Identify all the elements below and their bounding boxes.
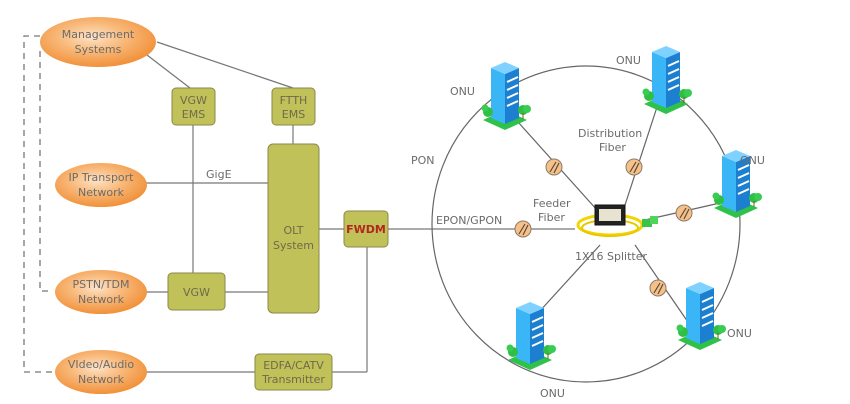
svg-text:Management: Management: [62, 28, 135, 41]
fiber-connector-icon: [649, 279, 667, 297]
onu-label: ONU: [727, 327, 752, 340]
pon-ring: [431, 65, 741, 383]
fiber-connector-icon: [514, 220, 532, 238]
splitter-label: 1X16 Splitter: [575, 250, 647, 263]
svg-text:FTTH: FTTH: [280, 94, 308, 107]
svg-text:VGW: VGW: [183, 286, 210, 299]
fiber-connector-icon: [675, 204, 693, 222]
onu-label: ONU: [450, 85, 475, 98]
svg-text:Network: Network: [78, 373, 125, 386]
svg-text:Systems: Systems: [75, 43, 122, 56]
distribution-fiber-label-2: Fiber: [599, 141, 626, 154]
vgw-box: VGW: [167, 272, 226, 311]
onu-label: ONU: [540, 387, 565, 400]
onu-building-icon: [480, 61, 532, 131]
video-audio-network-node: VIdeo/Audio Network: [55, 350, 147, 394]
svg-text:VGW: VGW: [180, 94, 207, 107]
pstn-tdm-network-node: PSTN/TDM Network: [55, 270, 147, 314]
pon-label: PON: [411, 154, 435, 167]
onu-label: ONU: [740, 154, 765, 167]
svg-text:Transmitter: Transmitter: [261, 373, 325, 386]
left-connections: [146, 41, 575, 373]
distribution-fiber-label: Distribution: [578, 127, 642, 140]
feeder-fiber-label-2: Fiber: [538, 211, 565, 224]
fiber-connector-icon: [625, 158, 643, 176]
svg-text:EMS: EMS: [282, 108, 305, 121]
ip-transport-network-node: IP Transport Network: [55, 163, 147, 207]
vgw-ems-box: VGW EMS: [171, 87, 216, 126]
fwdm-box: FWDM: [343, 210, 389, 248]
onu-building-icon: [505, 301, 557, 371]
svg-text:OLT: OLT: [284, 224, 304, 237]
svg-text:EDFA/CATV: EDFA/CATV: [263, 359, 324, 372]
splitter-icon: [576, 204, 658, 237]
feeder-fiber-label: Feeder: [533, 197, 571, 210]
svg-text:EMS: EMS: [182, 108, 205, 121]
edfa-catv-transmitter-box: EDFA/CATV Transmitter: [254, 353, 333, 391]
management-dashed-inner: [39, 49, 52, 292]
svg-text:IP Transport: IP Transport: [69, 171, 135, 184]
svg-text:FWDM: FWDM: [346, 223, 386, 236]
svg-text:System: System: [273, 239, 314, 252]
management-systems-node: Management Systems: [40, 17, 156, 67]
olt-system-box: OLT System: [267, 143, 320, 314]
svg-text:PSTN/TDM: PSTN/TDM: [73, 278, 130, 291]
ftth-ems-box: FTTH EMS: [271, 87, 316, 126]
epon-gpon-label: EPON/GPON: [436, 214, 502, 227]
svg-text:Network: Network: [78, 186, 125, 199]
management-dashed-outer: [23, 35, 52, 373]
svg-text:Network: Network: [78, 293, 125, 306]
svg-text:VIdeo/Audio: VIdeo/Audio: [68, 358, 134, 371]
fiber-connector-icon: [545, 158, 563, 176]
onu-label: ONU: [616, 54, 641, 67]
gige-label: GigE: [206, 168, 232, 181]
